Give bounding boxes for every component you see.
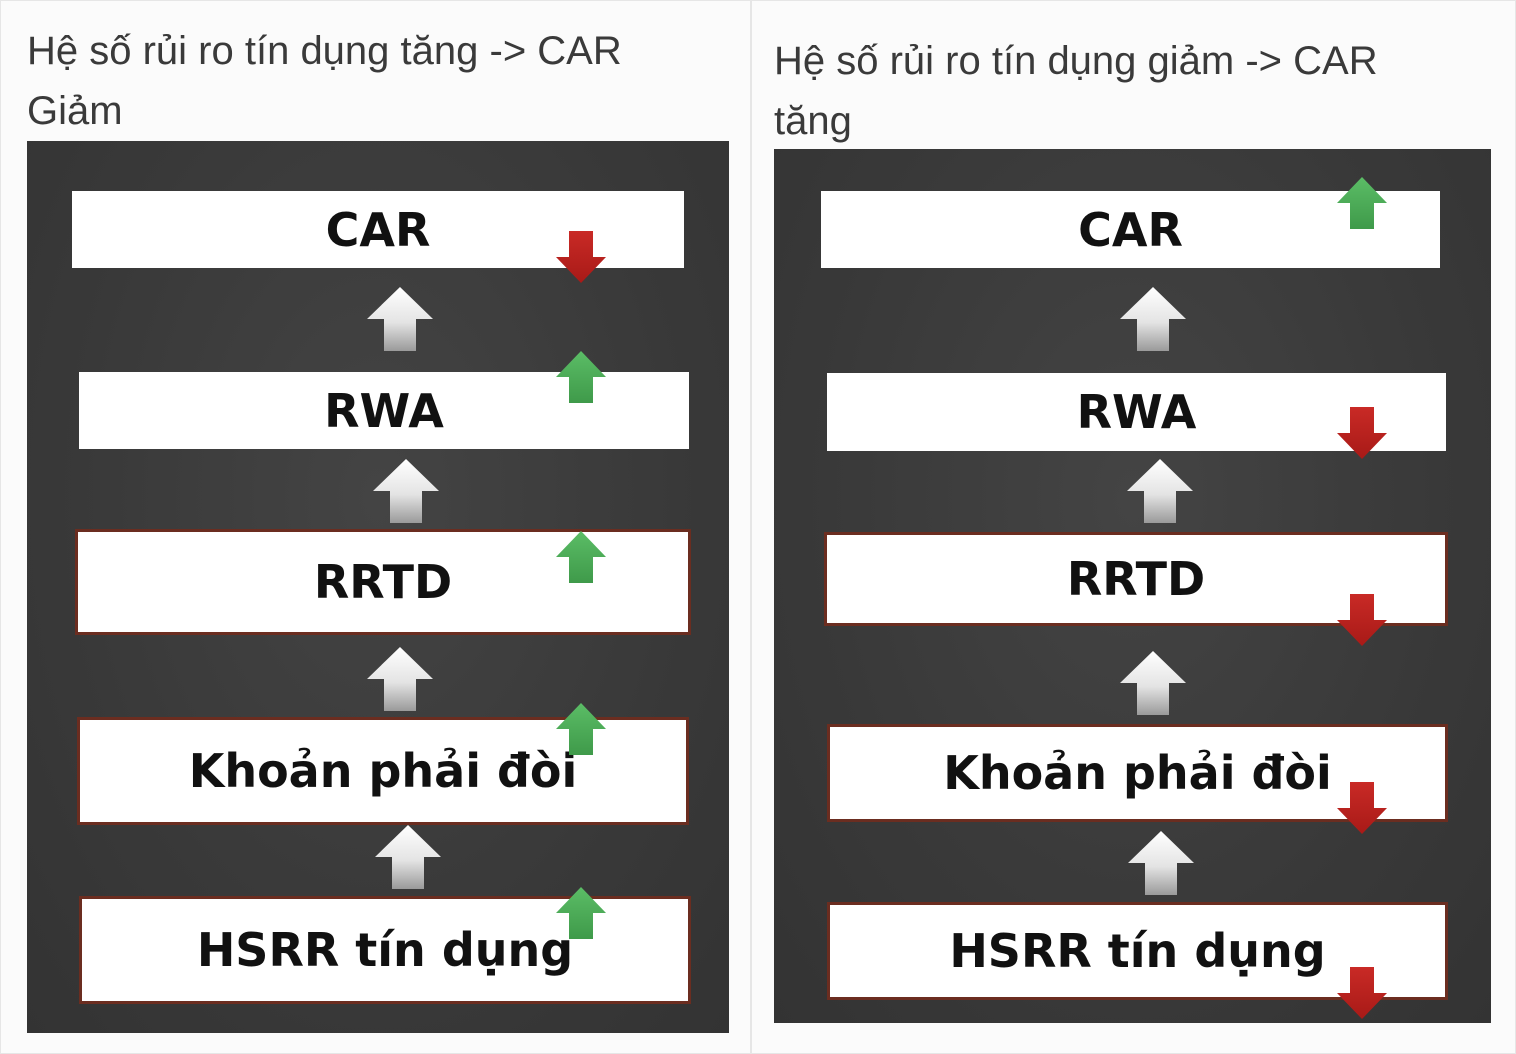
flow-up-arrow-icon <box>1128 831 1194 895</box>
box-car: CAR <box>821 191 1440 268</box>
down-indicator-icon <box>1337 594 1387 646</box>
heading-line-1: Hệ số rủi ro tín dụng tăng -> CAR <box>27 29 622 73</box>
up-indicator-icon <box>556 351 606 403</box>
box-rrtd: RRTD <box>824 532 1448 626</box>
box-hsrr-tin-dung: HSRR tín dụng <box>827 902 1448 1000</box>
down-indicator-icon <box>1337 782 1387 834</box>
down-indicator-icon <box>1337 407 1387 459</box>
panel-heading: Hệ số rủi ro tín dụng giảm -> CAR tăng <box>774 31 1378 151</box>
down-indicator-icon <box>1337 967 1387 1019</box>
flow-up-arrow-icon <box>367 287 433 351</box>
box-khoan-phai-doi: Khoản phải đòi <box>827 724 1448 822</box>
up-indicator-icon <box>556 703 606 755</box>
diagram-board: CAR RWA RRTD Khoản phải đòi HSRR tín dụn… <box>27 141 729 1033</box>
up-indicator-icon <box>556 531 606 583</box>
flow-up-arrow-icon <box>373 459 439 523</box>
box-car: CAR <box>72 191 684 268</box>
panel-credit-risk-decrease: Hệ số rủi ro tín dụng giảm -> CAR tăng C… <box>751 0 1516 1054</box>
panel-credit-risk-increase: Hệ số rủi ro tín dụng tăng -> CAR Giảm C… <box>0 0 751 1054</box>
diagram-board: CAR RWA RRTD Khoản phải đòi HSRR tín dụn… <box>774 149 1491 1023</box>
up-indicator-icon <box>556 887 606 939</box>
panel-heading: Hệ số rủi ro tín dụng tăng -> CAR Giảm <box>27 21 622 141</box>
flow-up-arrow-icon <box>1120 651 1186 715</box>
heading-line-1: Hệ số rủi ro tín dụng giảm -> CAR <box>774 39 1378 83</box>
flow-up-arrow-icon <box>367 647 433 711</box>
up-indicator-icon <box>1337 177 1387 229</box>
heading-line-2: tăng <box>774 99 852 143</box>
flow-up-arrow-icon <box>1127 459 1193 523</box>
flow-up-arrow-icon <box>1120 287 1186 351</box>
heading-line-2: Giảm <box>27 89 123 133</box>
flow-up-arrow-icon <box>375 825 441 889</box>
down-indicator-icon <box>556 231 606 283</box>
